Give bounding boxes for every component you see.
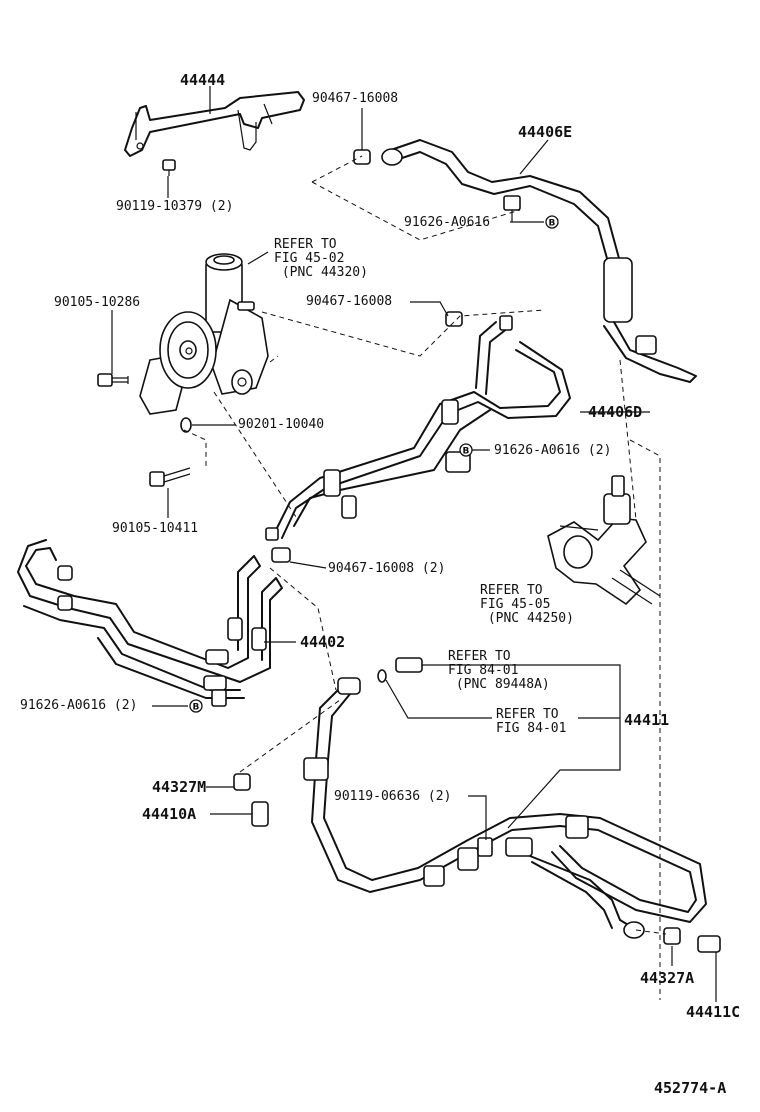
cooler-tube-44402 xyxy=(17,539,283,707)
clamp-90467-low xyxy=(271,547,291,563)
badge-b-icon: B xyxy=(545,215,559,229)
gasket-84-01 xyxy=(377,669,387,683)
label-44444: 44444 xyxy=(180,71,226,89)
label-44411C: 44411C xyxy=(686,1003,741,1021)
vane-pump-assembly xyxy=(139,253,269,415)
dashed-reference-lines xyxy=(183,155,667,1000)
label-90467-16008-top: 90467-16008 xyxy=(312,91,399,106)
figure-number: 452774-A xyxy=(654,1079,727,1097)
label-90467-16008-mid: 90467-16008 xyxy=(306,294,393,309)
label-44406E: 44406E xyxy=(518,123,573,141)
steering-gear xyxy=(547,475,661,606)
clamp-90119-06636 xyxy=(477,837,493,857)
label-44327A: 44327A xyxy=(640,969,695,987)
label-44410A: 44410A xyxy=(142,805,197,823)
label-refer-fig-45-02: REFER TO FIG 45-02 (PNC 44320) xyxy=(274,237,368,280)
clamp-90467-mid xyxy=(445,311,463,327)
label-91626-A0616-top: 91626-A0616 xyxy=(404,215,491,230)
tube-44406D xyxy=(265,315,571,541)
label-90105-10411: 90105-10411 xyxy=(112,521,199,536)
badge-b-icon: B xyxy=(459,443,473,457)
bracket-44444 xyxy=(124,91,305,157)
label-90119-10379: 90119-10379 (2) xyxy=(116,199,234,214)
clamp-91626-top xyxy=(503,195,521,211)
label-refer-fig-84-01b: REFER TO FIG 84-01 xyxy=(496,707,567,736)
label-90119-06636: 90119-06636 (2) xyxy=(334,789,452,804)
label-refer-fig-45-05: REFER TO FIG 45-05 (PNC 44250) xyxy=(480,583,574,626)
clamp-44327A xyxy=(663,927,681,945)
svg-text:B: B xyxy=(549,219,556,229)
badge-b-icon: B xyxy=(189,699,203,713)
bolt-90105-10411 xyxy=(149,467,191,487)
union-44410A xyxy=(251,801,269,827)
union-44411C xyxy=(697,935,721,953)
clamp-90467-top xyxy=(353,149,371,165)
label-refer-fig-84-01a: REFER TO FIG 84-01 (PNC 89448A) xyxy=(448,649,550,692)
label-44327M: 44327M xyxy=(152,778,207,796)
bolt-90119-10379 xyxy=(162,159,176,176)
label-90201-10040: 90201-10040 xyxy=(238,417,325,432)
label-91626-A0616-mid: 91626-A0616 (2) xyxy=(494,443,612,458)
svg-text:B: B xyxy=(463,447,470,457)
hose-44406E xyxy=(381,139,697,383)
washer-90201-10040 xyxy=(180,417,192,433)
leader-lines xyxy=(111,86,717,1002)
label-44406D: 44406D xyxy=(588,403,643,421)
label-90105-10286: 90105-10286 xyxy=(54,295,141,310)
bolt-90105-10286 xyxy=(97,373,129,387)
label-91626-A0616-low: 91626-A0616 (2) xyxy=(20,698,138,713)
label-44402: 44402 xyxy=(300,633,346,651)
label-90467-16008-low: 90467-16008 (2) xyxy=(328,561,446,576)
union-89448A xyxy=(395,657,423,673)
label-44411: 44411 xyxy=(624,711,670,729)
clamp-44327M xyxy=(233,773,251,791)
return-hose-44411 xyxy=(303,677,707,939)
svg-text:B: B xyxy=(193,703,200,713)
